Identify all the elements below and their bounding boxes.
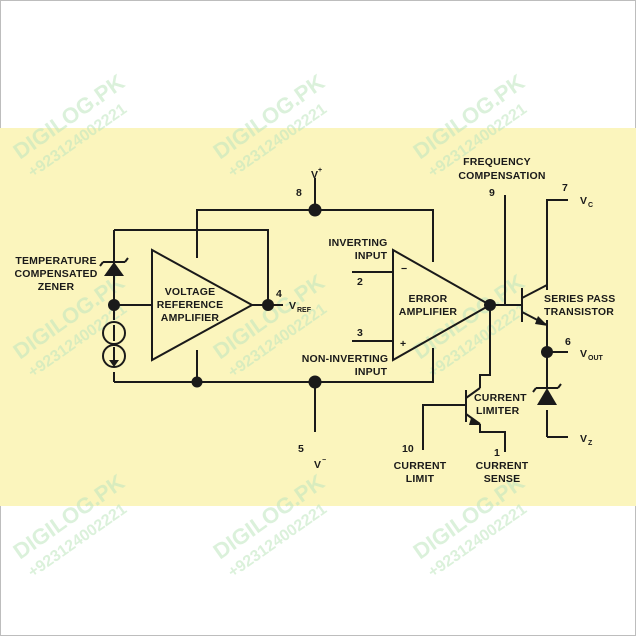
svg-text:ERROR: ERROR [409,293,448,305]
current-limiter-transistor-symbol [465,387,481,425]
svg-text:8: 8 [296,187,302,199]
error-amplifier-label: ERROR AMPLIFIER [399,293,458,318]
voltage-reference-amplifier-label: VOLTAGE REFERENCE AMPLIFIER [157,286,224,324]
svg-text:NON-INVERTING: NON-INVERTING [302,353,389,365]
svg-text:REFERENCE: REFERENCE [157,299,224,311]
svg-text:CURRENT: CURRENT [474,392,527,404]
error-amplifier-triangle [392,248,493,362]
vout-junction [541,346,553,358]
svg-text:V: V [580,433,587,445]
vplus-pin-label: 8 V + [296,167,322,199]
junction-dots [108,203,553,389]
svg-text:TRANSISTOR: TRANSISTOR [544,306,614,318]
svg-text:COMPENSATED: COMPENSATED [14,268,97,280]
current-sense-label: CURRENT SENSE [476,460,529,485]
current-limit-label: CURRENT LIMIT [394,460,447,485]
svg-text:5: 5 [298,443,304,455]
svg-text:SERIES PASS: SERIES PASS [544,293,615,305]
svg-text:INPUT: INPUT [355,366,388,378]
svg-text:V: V [580,195,587,207]
ground-junction [191,376,203,388]
vref-junction [262,299,274,311]
series-pass-transistor-label: SERIES PASS TRANSISTOR [544,293,615,318]
current-source-symbol [102,321,126,368]
series-pass-transistor-symbol [521,284,548,326]
svg-text:6: 6 [565,336,571,348]
svg-text:C: C [588,202,593,209]
freq-comp-pin-number: 9 [489,187,495,199]
noninverting-sign: + [400,338,406,350]
vplus-junction [308,203,322,217]
svg-text:V: V [314,459,321,471]
temperature-compensated-zener-symbol [99,257,129,276]
svg-text:LIMIT: LIMIT [406,473,435,485]
svg-text:CURRENT: CURRENT [394,460,447,472]
svg-text:INPUT: INPUT [355,250,388,262]
svg-text:CURRENT: CURRENT [476,460,529,472]
vminus-junction [308,375,322,389]
svg-text:V: V [289,300,296,312]
limiter-collector-wire [479,305,491,388]
svg-text:V: V [311,169,318,181]
svg-text:TEMPERATURE: TEMPERATURE [15,255,96,267]
svg-text:AMPLIFIER: AMPLIFIER [161,312,220,324]
noninverting-input-label: NON-INVERTING INPUT [302,353,389,378]
vout-pin-label: 6 V OUT [565,336,604,362]
svg-text:4: 4 [276,288,282,300]
current-limit-wire [422,404,466,450]
zener-junction [108,299,120,311]
svg-text:+: + [318,167,322,174]
svg-text:VOLTAGE: VOLTAGE [165,286,216,298]
svg-text:ZENER: ZENER [38,281,75,293]
svg-text:SENSE: SENSE [484,473,521,485]
current-sense-wire [479,424,506,452]
inverting-pin-number: 2 [357,276,363,288]
temp-zener-label: TEMPERATURE COMPENSATED ZENER [14,255,97,293]
current-limit-pin-number: 10 [402,443,414,455]
vc-wire [546,199,568,290]
svg-text:LIMITER: LIMITER [476,405,520,417]
svg-text:7: 7 [562,182,568,194]
svg-text:V: V [580,348,587,360]
vz-pin-label: V Z [580,433,593,447]
current-sense-pin-number: 1 [494,447,500,459]
vref-feedback-wire [114,229,269,305]
error-output-junction [484,299,496,311]
svg-text:OUT: OUT [588,355,604,362]
svg-text:COMPENSATION: COMPENSATION [458,170,545,182]
inverting-sign: − [401,263,407,275]
current-limiter-label: CURRENT LIMITER [474,392,527,417]
vminus-pin-label: 5 V − [298,443,326,471]
inverting-input-label: INVERTING INPUT [329,237,388,262]
vref-pin-label: 4 V REF [276,288,312,314]
voltage-reference-amplifier-triangle [151,248,255,362]
svg-text:REF: REF [297,307,312,314]
svg-text:−: − [322,457,326,464]
vc-pin-label: 7 V C [562,182,593,209]
svg-text:FREQUENCY: FREQUENCY [463,156,531,168]
noninverting-pin-number: 3 [357,327,363,339]
svg-text:Z: Z [588,440,593,447]
svg-text:AMPLIFIER: AMPLIFIER [399,306,458,318]
output-zener-symbol [532,383,562,405]
svg-text:INVERTING: INVERTING [329,237,388,249]
frequency-compensation-label: FREQUENCY COMPENSATION [458,156,545,182]
